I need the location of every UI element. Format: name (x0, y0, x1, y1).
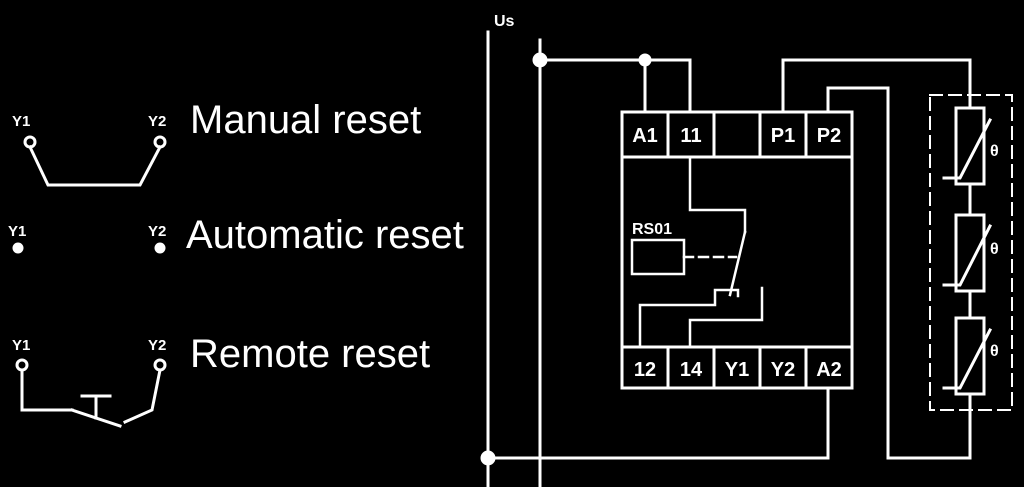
thermistor-2 (942, 213, 993, 320)
terminal-11: 11 (680, 125, 701, 147)
terminal-14: 14 (680, 359, 703, 381)
manual-y1-label: Y1 (12, 113, 30, 130)
manual-reset-diagram (23, 135, 167, 187)
relay-top-terminals: A1 11 P1 P2 (632, 125, 841, 147)
thermistor-1-theta: θ (990, 143, 999, 160)
thermistor-2-theta: θ (990, 241, 999, 258)
relay-module (620, 110, 854, 390)
terminal-12: 12 (634, 359, 656, 381)
relay-bottom-terminals: 12 14 Y1 Y2 A2 (634, 359, 842, 381)
remote-y2-label: Y2 (148, 337, 166, 354)
reset-legend-text: Y1 Y2 Manual reset Y1 Y2 Automatic reset… (8, 98, 464, 376)
automatic-y1-label: Y1 (8, 223, 26, 240)
supply-label: Us (494, 13, 515, 30)
remote-reset-label: Remote reset (190, 332, 430, 376)
manual-reset-label: Manual reset (190, 98, 421, 142)
automatic-reset-label: Automatic reset (186, 213, 464, 257)
remote-reset-diagram (15, 358, 167, 428)
sensor-symbols: θ θ θ (990, 143, 999, 360)
terminal-a1: A1 (632, 125, 658, 147)
relay-name: RS01 (632, 221, 672, 238)
automatic-y2-label: Y2 (148, 223, 166, 240)
thermistor-3 (942, 316, 993, 412)
remote-y1-label: Y1 (12, 337, 30, 354)
terminal-a2: A2 (816, 359, 842, 381)
manual-y2-label: Y2 (148, 113, 166, 130)
terminal-y1: Y1 (725, 359, 749, 381)
thermistor-3-theta: θ (990, 343, 999, 360)
relay-contact (630, 155, 764, 349)
terminal-p1: P1 (771, 125, 795, 147)
automatic-reset-diagram (12, 242, 166, 254)
terminal-p2: P2 (817, 125, 841, 147)
thermistor-1 (942, 93, 993, 217)
terminal-y2: Y2 (771, 359, 795, 381)
